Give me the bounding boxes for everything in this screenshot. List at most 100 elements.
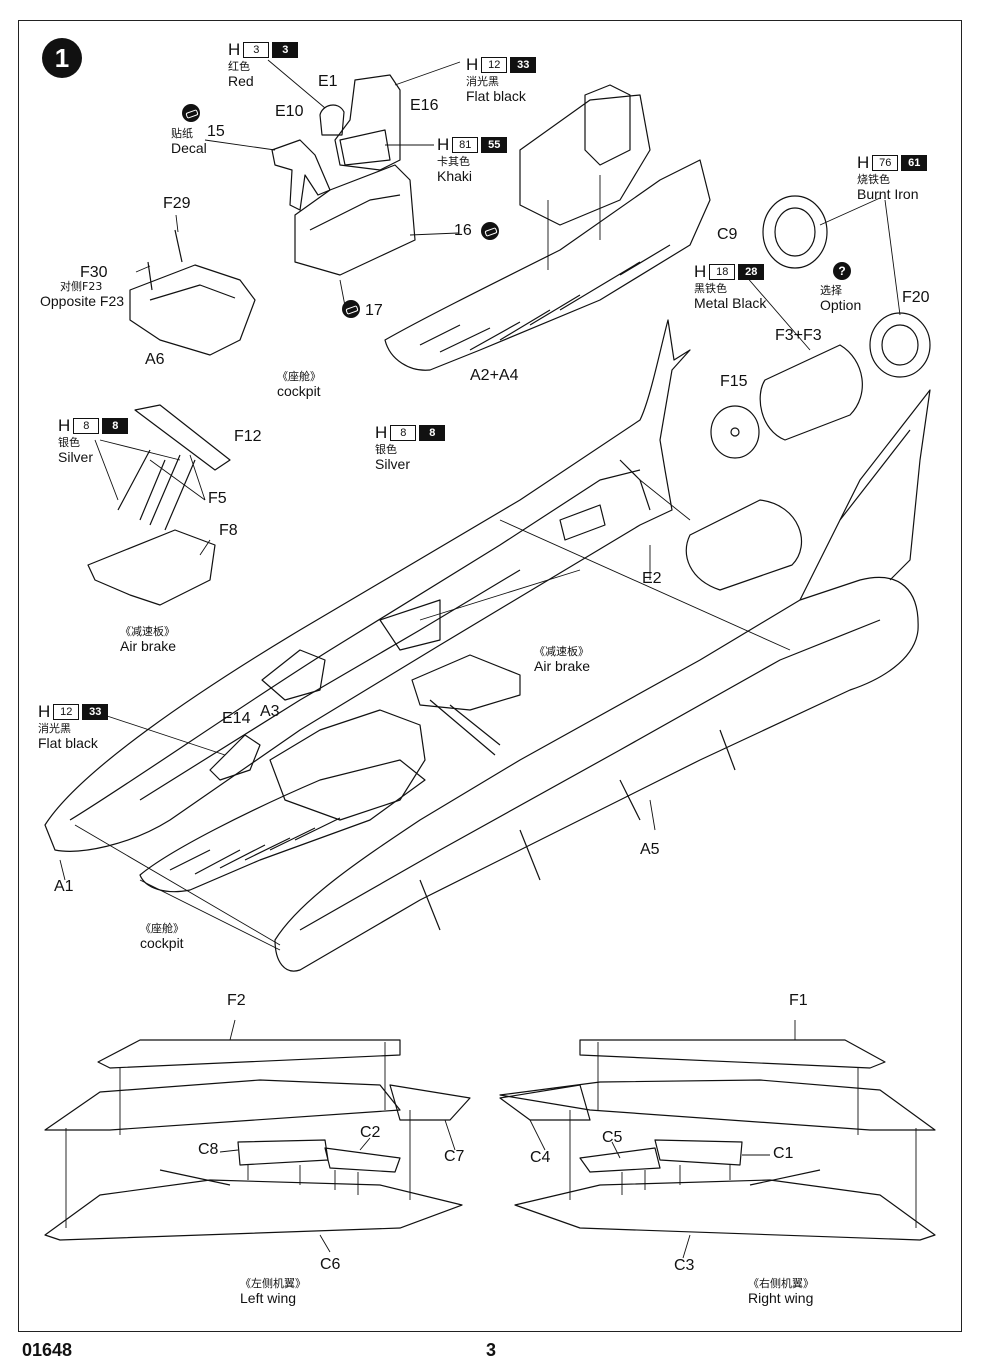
wing-leaders (219, 1019, 796, 1259)
product-code: 01648 (22, 1340, 73, 1360)
wing-pins (65, 1042, 917, 1228)
part-label-c5: C5 (602, 1129, 623, 1146)
disc-f15 (710, 405, 760, 459)
lever-f29 (174, 229, 183, 263)
airbrake-mid (411, 654, 521, 711)
ring-c9 (762, 195, 828, 269)
nose-lower-ribs (169, 817, 341, 875)
nose-lower (139, 759, 426, 893)
step-number: 1 (42, 38, 82, 78)
seat-e16 (334, 74, 401, 171)
part-label-17: 17 (365, 302, 383, 319)
note-airbrake-mid: 《减速板》Air brake (534, 645, 591, 674)
airbrake-a3 (261, 649, 326, 701)
part-label-c2: C2 (360, 1124, 381, 1141)
upper-fuselage-panel (419, 879, 441, 931)
part-label-f2: F2 (227, 992, 246, 1009)
lower-fuselage-inner (69, 469, 641, 821)
headrest-e1 (319, 104, 345, 136)
left-wing-upper (44, 1079, 401, 1131)
lower-fuselage-bay (379, 599, 441, 651)
part-label-c1: C1 (773, 1145, 794, 1162)
airbrake-well-f8 (87, 529, 216, 606)
part-label-f30: F30 (80, 264, 108, 281)
part-label-c4: C4 (530, 1149, 551, 1166)
fin-root (619, 459, 651, 511)
disc-f15-hub (730, 427, 740, 437)
right-wing-lower-c3 (514, 1179, 936, 1241)
part-label-c7: C7 (444, 1148, 465, 1165)
right-wing-tip-c4 (499, 1084, 591, 1121)
part-label-16: 16 (454, 222, 472, 239)
left-wing-flap-f2 (97, 1039, 401, 1069)
note-right-wing: 《右侧机翼》Right wing (748, 1277, 814, 1306)
seat-right (584, 84, 631, 166)
part-label-f12: F12 (234, 428, 262, 445)
decal-icon (182, 104, 200, 122)
lower-fuselage-floor (139, 569, 521, 801)
cockpit-tub (294, 164, 416, 276)
page-border (18, 20, 962, 1332)
assembly-arrows (74, 175, 791, 951)
upper-fuselage-panel2 (519, 829, 541, 881)
upper-fuselage-outline (274, 576, 919, 972)
decal-icon-17 (342, 300, 360, 318)
note-airbrake-left: 《减速板》Air brake (120, 625, 177, 654)
left-wing-slot (159, 1169, 231, 1186)
tail-fin-detail (839, 429, 911, 521)
instrument-15 (271, 139, 331, 211)
part-label-a2a4: A2+A4 (470, 367, 519, 384)
nose-a2a4 (384, 159, 711, 371)
nozzle-f20 (869, 312, 931, 378)
seat-tub-a6 (129, 264, 256, 356)
lower-fuselage-bay2 (559, 504, 606, 541)
left-wing-c8c2 (237, 1139, 401, 1173)
option-icon: ? (833, 262, 851, 280)
note-left-wing: 《左侧机翼》Left wing (240, 1277, 306, 1306)
part-label-a3: A3 (260, 703, 280, 720)
left-wing-tip-c7 (389, 1084, 471, 1121)
part-label-f8: F8 (219, 522, 238, 539)
airbrake-panel-f12 (134, 404, 231, 471)
right-wing-slot (749, 1169, 821, 1186)
part-label-e10: E10 (275, 103, 304, 120)
note-cockpit-bottom: 《座舱》cockpit (140, 922, 184, 951)
right-wing-upper (499, 1079, 936, 1131)
nose-a2a4-ribs (419, 244, 671, 353)
part-label-a6: A6 (145, 351, 165, 368)
part-label-e14: E14 (222, 710, 251, 727)
upper-fuselage-spine (299, 619, 881, 931)
right-wing-c5c1 (579, 1139, 743, 1173)
part-label-f29: F29 (163, 195, 191, 212)
part-label-f1: F1 (789, 992, 808, 1009)
right-wing-flap-f1 (579, 1039, 886, 1069)
tailpipe-assembled (685, 499, 802, 591)
left-wing-lower-c6 (44, 1179, 463, 1241)
tailpipe-f3 (759, 344, 863, 441)
seat-tub-a6-inner (149, 284, 236, 301)
upper-fuselage-panel4 (719, 729, 736, 771)
airbrake-mid-struts (429, 699, 501, 756)
note-cockpit-top: 《座舱》cockpit (277, 370, 321, 399)
cockpit-lower (269, 709, 426, 821)
ring-c9-inner (774, 207, 816, 257)
part-label-a5: A5 (640, 841, 660, 858)
part-label-e1: E1 (318, 73, 338, 90)
tail-fin-upper (799, 389, 931, 601)
page-number: 3 (486, 1340, 497, 1360)
upper-fuselage-panel3 (619, 779, 641, 821)
part-label-f20: F20 (902, 289, 930, 306)
seat-cushion-khaki (339, 129, 391, 166)
part-label-c6: C6 (320, 1256, 341, 1273)
part-label-e16: E16 (410, 97, 439, 114)
cockpit-tub-inner (309, 194, 401, 231)
